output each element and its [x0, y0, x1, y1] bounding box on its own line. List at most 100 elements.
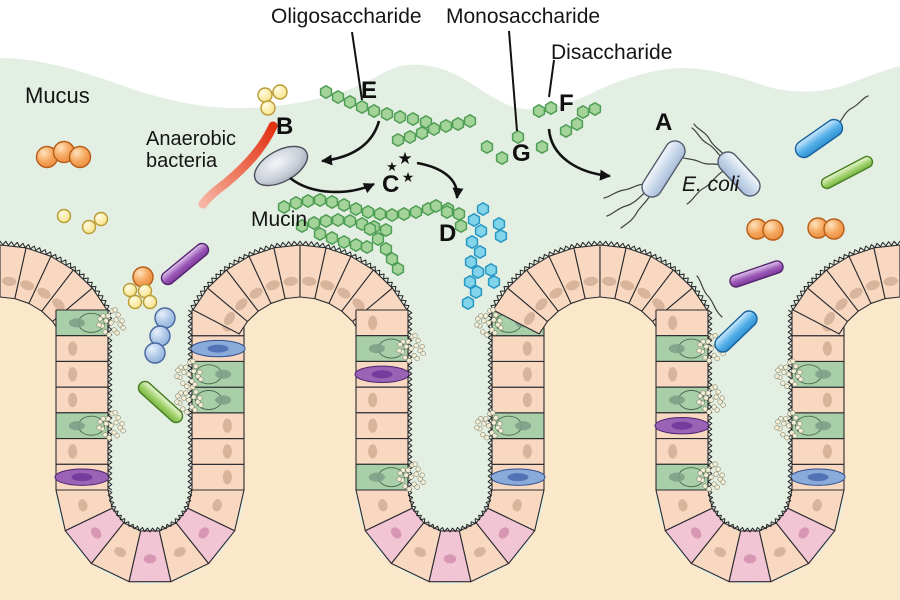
coccus-yellow — [56, 208, 72, 224]
granule — [120, 325, 126, 331]
granule — [797, 421, 803, 427]
granule — [111, 430, 117, 436]
mucin-granules — [396, 461, 426, 492]
granule — [180, 406, 186, 412]
granule — [700, 467, 706, 473]
granule — [492, 433, 498, 439]
coccus-orange — [132, 266, 154, 288]
monosaccharide-hexagon — [440, 205, 454, 219]
hexagon — [360, 240, 374, 254]
granule — [97, 419, 103, 425]
granule — [192, 381, 198, 387]
cell-nucleus — [2, 276, 17, 287]
granule — [711, 481, 717, 487]
cell-nucleus — [114, 547, 127, 557]
granule — [400, 467, 406, 473]
granule — [413, 342, 419, 349]
rod-bacterium-icon — [137, 380, 184, 424]
granule — [175, 367, 181, 373]
cell-nucleus — [815, 369, 832, 379]
granule — [706, 357, 712, 364]
granule — [706, 409, 712, 415]
granule — [178, 364, 184, 370]
granule — [491, 420, 497, 426]
granule — [97, 316, 103, 322]
brush-border — [107, 309, 113, 491]
cell-nucleus — [368, 392, 378, 408]
cell-nucleus — [807, 473, 829, 482]
hexagon — [495, 151, 509, 165]
granule — [778, 416, 784, 422]
flagellum — [696, 275, 723, 318]
hexagon — [380, 107, 394, 121]
mucin-granules — [774, 410, 804, 441]
granule — [774, 373, 780, 379]
cell-nucleus — [668, 315, 678, 331]
cell-nucleus — [68, 318, 85, 328]
hexagon — [349, 238, 363, 252]
granule — [703, 472, 709, 478]
granule — [490, 410, 496, 416]
granule — [195, 373, 201, 379]
granule — [775, 367, 781, 373]
cell-nucleus — [668, 343, 685, 354]
granule — [783, 416, 789, 422]
hexagon — [343, 95, 357, 109]
cell-nucleus — [473, 547, 486, 557]
granule — [700, 338, 706, 345]
granule — [119, 318, 125, 324]
coccus-orange — [68, 145, 92, 169]
cell-nucleus — [443, 554, 457, 564]
hexagon — [403, 130, 417, 144]
marker-E: E — [361, 77, 378, 104]
hexagon — [379, 242, 393, 256]
cell-nucleus — [812, 499, 822, 512]
oligosaccharide-label: Oligosaccharide — [271, 5, 422, 28]
granule — [702, 406, 708, 412]
coccus-blue — [154, 307, 176, 329]
cell-nucleus — [198, 527, 210, 539]
hexagon — [319, 214, 333, 228]
hexagon — [427, 122, 441, 136]
cell-nucleus — [337, 287, 351, 299]
granule — [174, 373, 180, 379]
gray-bacterium-icon — [253, 145, 309, 187]
cell-nucleus — [524, 312, 536, 326]
label-line — [548, 59, 555, 98]
granule — [712, 461, 718, 467]
mucus-label: Mucus — [25, 83, 90, 108]
saccharide-chain-blue — [461, 202, 490, 310]
epithelium-layer — [0, 240, 900, 583]
granule — [790, 358, 796, 364]
mucin-granules — [96, 410, 126, 441]
granule — [781, 369, 787, 375]
cell-nucleus — [522, 444, 532, 459]
granule — [778, 364, 784, 370]
hexagon — [391, 262, 405, 276]
hexagon — [331, 90, 345, 104]
cell-nucleus — [773, 547, 786, 557]
epithelial-cell — [655, 360, 709, 388]
cell-nucleus — [20, 280, 35, 291]
epithelial-cell — [791, 386, 845, 414]
hexagon — [463, 114, 477, 128]
granule — [498, 325, 504, 331]
brush-border — [487, 309, 493, 491]
cell-nucleus — [222, 418, 232, 433]
enzyme-star-icon: ★ — [402, 169, 415, 185]
epithelial-cell — [491, 335, 545, 362]
hexagon — [476, 202, 490, 216]
hexagon — [331, 213, 345, 227]
reaction-arrow — [289, 176, 375, 194]
hexagon — [391, 133, 405, 147]
flagellum — [686, 169, 726, 205]
microbes-layer — [35, 84, 874, 424]
granule — [703, 395, 709, 401]
granule — [115, 415, 121, 421]
granule — [497, 421, 503, 427]
brush-border — [790, 240, 900, 311]
cell-nucleus — [515, 421, 532, 431]
cell-nucleus — [512, 499, 522, 512]
disaccharide-pair — [532, 101, 558, 118]
hexagon — [451, 117, 465, 131]
